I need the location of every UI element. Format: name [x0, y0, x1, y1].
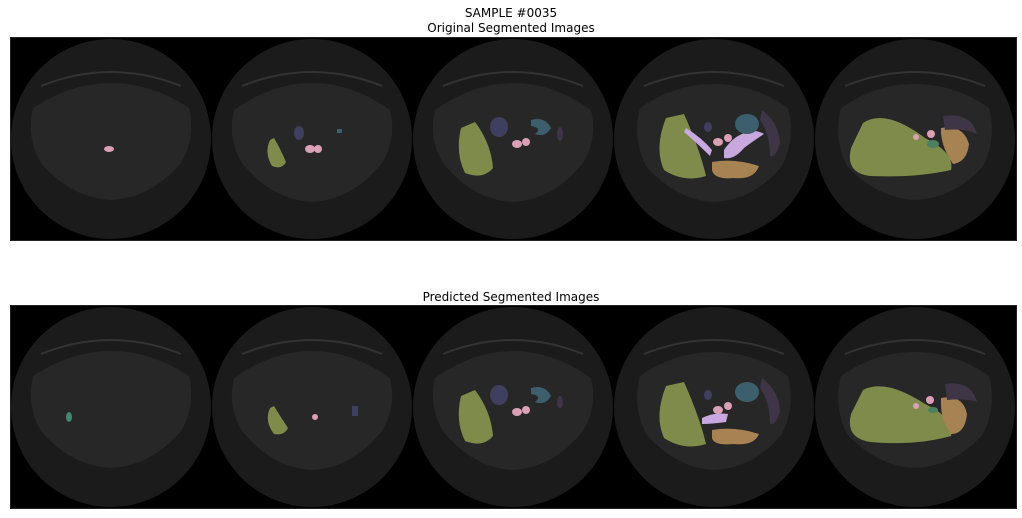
- gallbladder-segment: [927, 140, 939, 148]
- liver-segment: [849, 118, 952, 177]
- original-slice-4: [614, 39, 814, 239]
- liver-segment: [659, 114, 706, 179]
- liver-segment: [267, 406, 288, 435]
- original-segmented-panel: [10, 37, 1017, 241]
- bowel-segment: [712, 160, 759, 179]
- bowel-segment: [941, 127, 969, 164]
- liver-segment: [659, 382, 706, 447]
- predicted-slice-1: [11, 307, 211, 507]
- liver-segment: [458, 122, 493, 176]
- predicted-slice-5: [815, 307, 1015, 507]
- predicted-segmented-panel: [10, 305, 1017, 509]
- bottom-panel-title: Predicted Segmented Images: [422, 290, 600, 304]
- predicted-slice-2: [212, 307, 412, 507]
- predicted-slice-3: [413, 307, 613, 507]
- top-panel-title: Original Segmented Images: [427, 21, 595, 35]
- liver-segment: [267, 138, 286, 168]
- original-slices: [11, 39, 1015, 239]
- stomach-segment: [531, 119, 551, 136]
- kidney-segment: [490, 117, 508, 137]
- predicted-slice-4: [614, 307, 814, 507]
- original-slice-5: [815, 39, 1015, 239]
- aorta-segment: [104, 146, 114, 152]
- spleen-segment: [943, 115, 977, 134]
- aorta-segment: [512, 140, 522, 148]
- pancreas-segment: [724, 131, 764, 159]
- liver-segment: [458, 390, 493, 444]
- original-slice-2: [212, 39, 412, 239]
- aorta-segment: [305, 145, 315, 153]
- predicted-slices: [11, 307, 1015, 507]
- original-slice-1: [11, 39, 211, 239]
- spleen-segment: [760, 110, 780, 157]
- original-slice-3: [413, 39, 613, 239]
- sample-title: SAMPLE #0035: [464, 6, 558, 20]
- liver-segment: [849, 386, 952, 444]
- stomach-segment: [735, 114, 759, 134]
- kidney-segment: [294, 126, 304, 140]
